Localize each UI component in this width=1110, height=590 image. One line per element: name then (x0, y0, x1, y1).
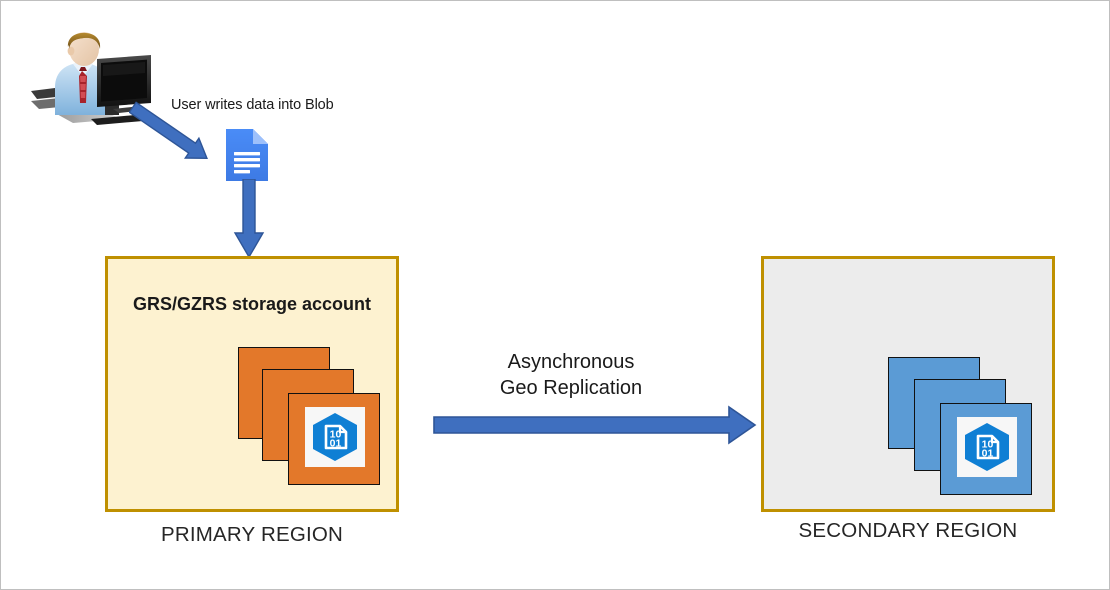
primary-region-title: GRS/GZRS storage account (132, 294, 372, 314)
storage-glyph-top-digits: 10 (330, 429, 342, 441)
secondary-storage-stack: 10 01 (888, 357, 1040, 503)
primary-storage-stack: 10 01 (238, 347, 386, 487)
arrow-right-icon (433, 405, 759, 450)
storage-card-front: 10 01 (940, 403, 1032, 495)
storage-glyph-bottom-digits: 01 (982, 447, 994, 459)
azure-storage-icon: 10 01 (957, 417, 1017, 477)
replication-label-line2: Geo Replication (499, 377, 643, 399)
write-action-label: User writes data into Blob (171, 97, 334, 113)
arrow-diagonal-down-right-icon (128, 101, 235, 174)
blob-document-icon (225, 127, 269, 183)
storage-glyph-top-digits: 10 (982, 439, 994, 451)
arrow-down-icon (229, 178, 269, 264)
primary-region-box: GRS/GZRS storage account 10 01 (105, 256, 399, 512)
replication-label: Asynchronous Geo Replication (471, 349, 671, 401)
storage-glyph-bottom-digits: 01 (330, 437, 342, 449)
replication-label-line1: Asynchronous (507, 351, 635, 373)
secondary-region-caption: SECONDARY REGION (798, 519, 1018, 542)
storage-card-front: 10 01 (288, 393, 380, 485)
primary-region-caption: PRIMARY REGION (160, 523, 344, 546)
secondary-region-box: 10 01 (761, 256, 1055, 512)
azure-storage-icon: 10 01 (305, 407, 365, 467)
user-at-computer-icon (29, 27, 161, 133)
